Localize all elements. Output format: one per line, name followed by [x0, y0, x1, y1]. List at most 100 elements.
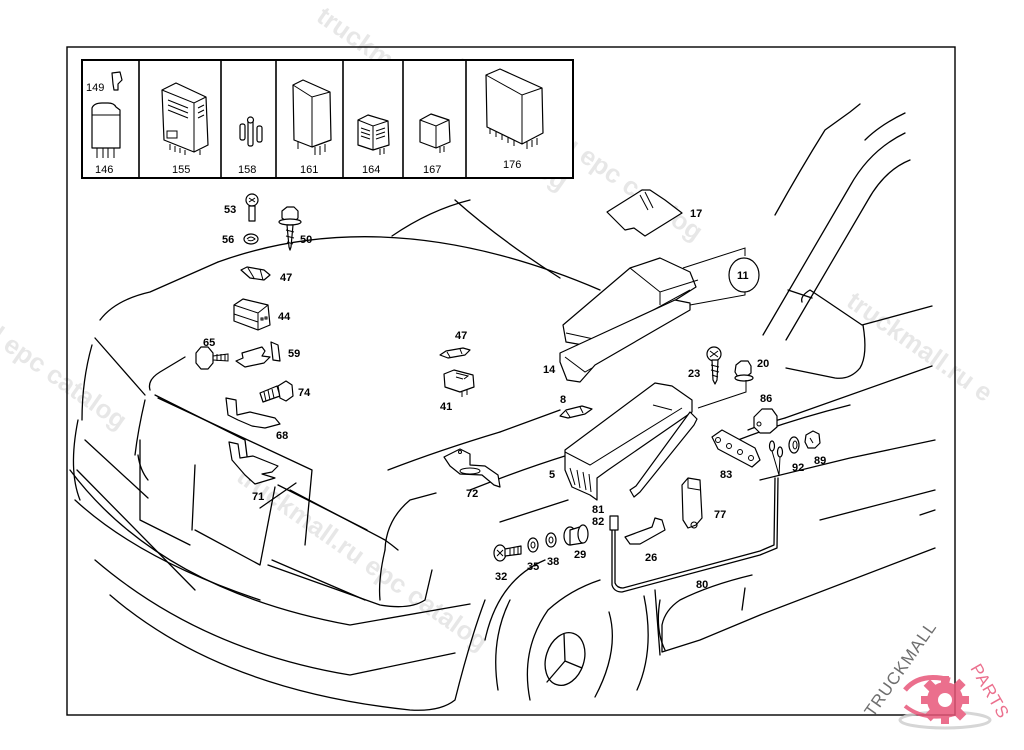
- diagram-frame: [66, 46, 956, 716]
- callout-65: 65: [203, 337, 215, 349]
- part-56-washer[interactable]: 56: [222, 233, 259, 246]
- callout-47b: 47: [455, 330, 467, 342]
- bulb-icon: [240, 266, 271, 281]
- part-65-nut[interactable]: 65: [195, 337, 229, 370]
- watermark-text: truckmall.ru epc catalog: [232, 460, 494, 656]
- callout-20: 20: [757, 358, 769, 370]
- part-cable-lugs: [768, 440, 784, 476]
- lock-washer-icon: [243, 233, 259, 245]
- relay-wide-icon: [485, 68, 544, 145]
- callout-81: 81: [592, 504, 604, 516]
- callout-11-circle[interactable]: 11: [728, 257, 760, 293]
- inset-part-155[interactable]: 155: [161, 82, 209, 176]
- fuse-plug-icon: [111, 71, 123, 91]
- relay-inset-table: 149 146 155 158 161: [81, 59, 574, 179]
- part-32-screw[interactable]: 32: [493, 544, 522, 583]
- relay-plug-icon: [681, 477, 703, 529]
- part-81-82-connector[interactable]: 81 82: [592, 504, 619, 531]
- part-89-nut[interactable]: 89: [804, 430, 826, 467]
- callout-32: 32: [495, 571, 507, 583]
- relay-icon: [233, 298, 271, 331]
- callout-74: 74: [298, 387, 311, 399]
- inset-part-164[interactable]: 164: [357, 114, 390, 176]
- part-83-terminal-block[interactable]: 83: [711, 429, 761, 481]
- callout-59: 59: [288, 348, 300, 360]
- bracket-icon: [228, 441, 279, 485]
- part-74-bolt[interactable]: 74: [259, 380, 311, 403]
- part-5-fuse-box[interactable]: 5: [549, 382, 698, 501]
- callout-56: 56: [222, 234, 234, 246]
- inset-part-158[interactable]: 158: [238, 116, 263, 176]
- part-50-bolt[interactable]: 50: [278, 206, 312, 251]
- callout-72: 72: [466, 488, 478, 500]
- part-53-screw[interactable]: 53: [224, 193, 259, 222]
- part-59-bracket[interactable]: 59: [235, 341, 300, 368]
- inset-label-155: 155: [172, 164, 190, 176]
- part-47-bulb-a[interactable]: 47: [240, 266, 292, 284]
- callout-77: 77: [714, 509, 726, 521]
- relay-small-icon: [419, 113, 451, 149]
- inset-label-164: 164: [362, 164, 380, 176]
- connector-icon: [609, 515, 619, 531]
- inset-part-176[interactable]: 176: [485, 68, 544, 171]
- callout-26: 26: [645, 552, 657, 564]
- gear-logo-icon: [898, 675, 992, 730]
- part-68-bracket[interactable]: 68: [225, 397, 288, 442]
- callout-86: 86: [760, 393, 772, 405]
- part-86-nut[interactable]: 86: [753, 393, 778, 434]
- callout-29: 29: [574, 549, 586, 561]
- emblem-star-icon: [544, 632, 586, 686]
- callout-17: 17: [690, 208, 702, 220]
- callout-44: 44: [278, 311, 291, 323]
- inset-part-161[interactable]: 161: [292, 79, 332, 176]
- callout-68: 68: [276, 430, 288, 442]
- washer-icon: [545, 532, 557, 548]
- fuse-icon: [247, 119, 254, 147]
- inset-label-149: 149: [86, 82, 104, 94]
- terminal-block-icon: [711, 429, 761, 468]
- callout-53: 53: [224, 204, 236, 216]
- truckmallparts-logo: TRUCKMALL PARTS: [861, 618, 1013, 730]
- callout-80: 80: [696, 579, 708, 591]
- part-92-washer[interactable]: 92: [788, 436, 804, 474]
- part-72-bracket[interactable]: 72: [443, 448, 501, 500]
- relay-large-vented-icon: [161, 82, 209, 153]
- bracket-icon: [225, 397, 281, 429]
- inset-label-167: 167: [423, 164, 441, 176]
- part-26-clip[interactable]: 26: [624, 517, 666, 564]
- part-17-label[interactable]: 17: [606, 189, 702, 237]
- part-38-washer[interactable]: 38: [545, 532, 559, 568]
- inset-part-167[interactable]: 167: [419, 113, 451, 176]
- callout-5: 5: [549, 469, 555, 481]
- callout-71: 71: [252, 491, 264, 503]
- inset-part-146[interactable]: 149 146: [86, 71, 123, 176]
- hex-nut-icon: [195, 346, 214, 370]
- inset-label-146: 146: [95, 164, 113, 176]
- part-41-relay[interactable]: 41: [440, 369, 475, 413]
- clip-icon: [624, 517, 666, 545]
- hex-nut-icon: [734, 360, 752, 378]
- part-8-bulb[interactable]: 8: [559, 394, 593, 419]
- part-23-screw[interactable]: 23: [688, 346, 722, 385]
- part-29-bushing[interactable]: 29: [563, 524, 589, 561]
- part-20-nut[interactable]: 20: [697, 358, 769, 409]
- part-47-bulb-b[interactable]: 47: [439, 330, 471, 359]
- bulb-icon: [439, 347, 471, 359]
- part-80-cable[interactable]: 80: [611, 477, 779, 593]
- ground-cable-icon: [611, 477, 779, 593]
- flange-nut-icon: [753, 408, 778, 434]
- callout-11: 11: [737, 270, 749, 282]
- part-77-relay[interactable]: 77: [681, 477, 726, 529]
- callout-50: 50: [300, 234, 312, 246]
- callout-38: 38: [547, 556, 559, 568]
- callout-82: 82: [592, 516, 604, 528]
- part-35-washer[interactable]: 35: [527, 537, 539, 573]
- callout-89: 89: [814, 455, 826, 467]
- hex-nut-icon: [804, 430, 821, 449]
- part-71-bracket[interactable]: 71: [228, 441, 279, 503]
- part-44-relay[interactable]: 44: [233, 298, 291, 331]
- part-14-cover[interactable]: 14: [543, 247, 746, 383]
- washer-icon: [788, 436, 800, 454]
- callout-83: 83: [720, 469, 732, 481]
